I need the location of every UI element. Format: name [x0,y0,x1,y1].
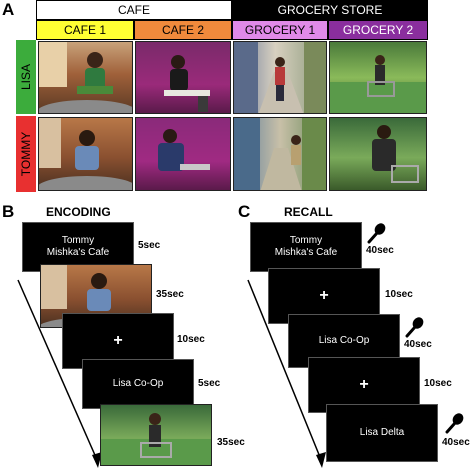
encoding-photo-lisa-art [101,413,211,465]
recall-duration-3: 40sec [404,339,432,350]
recall-duration-2: 10sec [385,289,413,300]
column-header-cafe-2: CAFE 2 [134,20,232,40]
photo-tommy-cafe-1-art [39,118,132,190]
recall-duration-4: 10sec [424,378,452,389]
photo-tommy-grocery-1-art [234,118,326,190]
photo-lisa-grocery-2-art [330,55,426,113]
microphone-icon [405,317,424,338]
panel-c-title: RECALL [284,205,333,219]
photo-tommy-grocery-2-art [372,125,419,183]
recall-fixation-cross-2: + [359,376,369,393]
cafe-header: CAFE [36,0,232,20]
column-header-cafe-1: CAFE 1 [36,20,134,40]
photo-lisa-cafe-1-art [39,42,132,113]
photo-tommy-grocery-1 [233,117,327,191]
encoding-cue-2-text: Lisa Co-Op [112,378,164,389]
grocery-store-header: GROCERY STORE [232,0,428,20]
recall-cue-1-place: Mishka's Cafe [274,247,338,258]
row-label-lisa: LISA [16,40,36,114]
panel-b-title: ENCODING [46,205,111,219]
encoding-duration-3: 10sec [177,334,205,345]
recall-screen-cue-1: Tommy Mishka's Cafe [250,222,362,272]
column-header-grocery-1: GROCERY 1 [232,20,328,40]
panel-a-letter: A [2,0,15,19]
column-header-grocery-2: GROCERY 2 [328,20,428,40]
encoding-duration-1: 5sec [138,240,161,251]
recall-cue-3-text: Lisa Delta [359,427,405,438]
photo-tommy-cafe-2-art [158,129,210,171]
encoding-photo-lisa [100,404,212,466]
encoding-screen-cue-2: Lisa Co-Op [82,359,194,409]
recall-duration-5: 40sec [442,437,470,448]
photo-lisa-cafe-2 [135,41,231,114]
photo-lisa-cafe-2-art [164,55,210,112]
panel-b-letter: B [2,202,15,221]
encoding-screen-cue-1: Tommy Mishka's Cafe [22,222,134,272]
microphone-icon [445,413,464,434]
photo-lisa-grocery-2 [329,41,427,114]
photo-lisa-grocery-1 [233,41,327,114]
photo-tommy-cafe-2 [135,117,231,191]
encoding-cue-1-name: Tommy [61,235,95,246]
encoding-cue-1-place: Mishka's Cafe [46,247,110,258]
recall-screen-cue-3: Lisa Delta [326,404,438,462]
encoding-duration-4: 5sec [198,378,221,389]
photo-tommy-grocery-2 [329,117,427,191]
microphone-icon [367,223,386,244]
recall-cue-1-name: Tommy [289,235,323,246]
recall-fixation-cross-1: + [319,287,329,304]
photo-lisa-cafe-1 [38,41,133,114]
photo-lisa-grocery-1-art [234,42,326,113]
photo-tommy-cafe-1 [38,117,133,191]
recall-duration-1: 40sec [366,245,394,256]
panel-c-letter: C [238,202,251,221]
encoding-fixation-cross: + [113,332,123,349]
recall-cue-2-text: Lisa Co-Op [318,335,370,346]
encoding-duration-5: 35sec [217,437,245,448]
encoding-duration-2: 35sec [156,289,184,300]
row-label-tommy: TOMMY [16,116,36,192]
